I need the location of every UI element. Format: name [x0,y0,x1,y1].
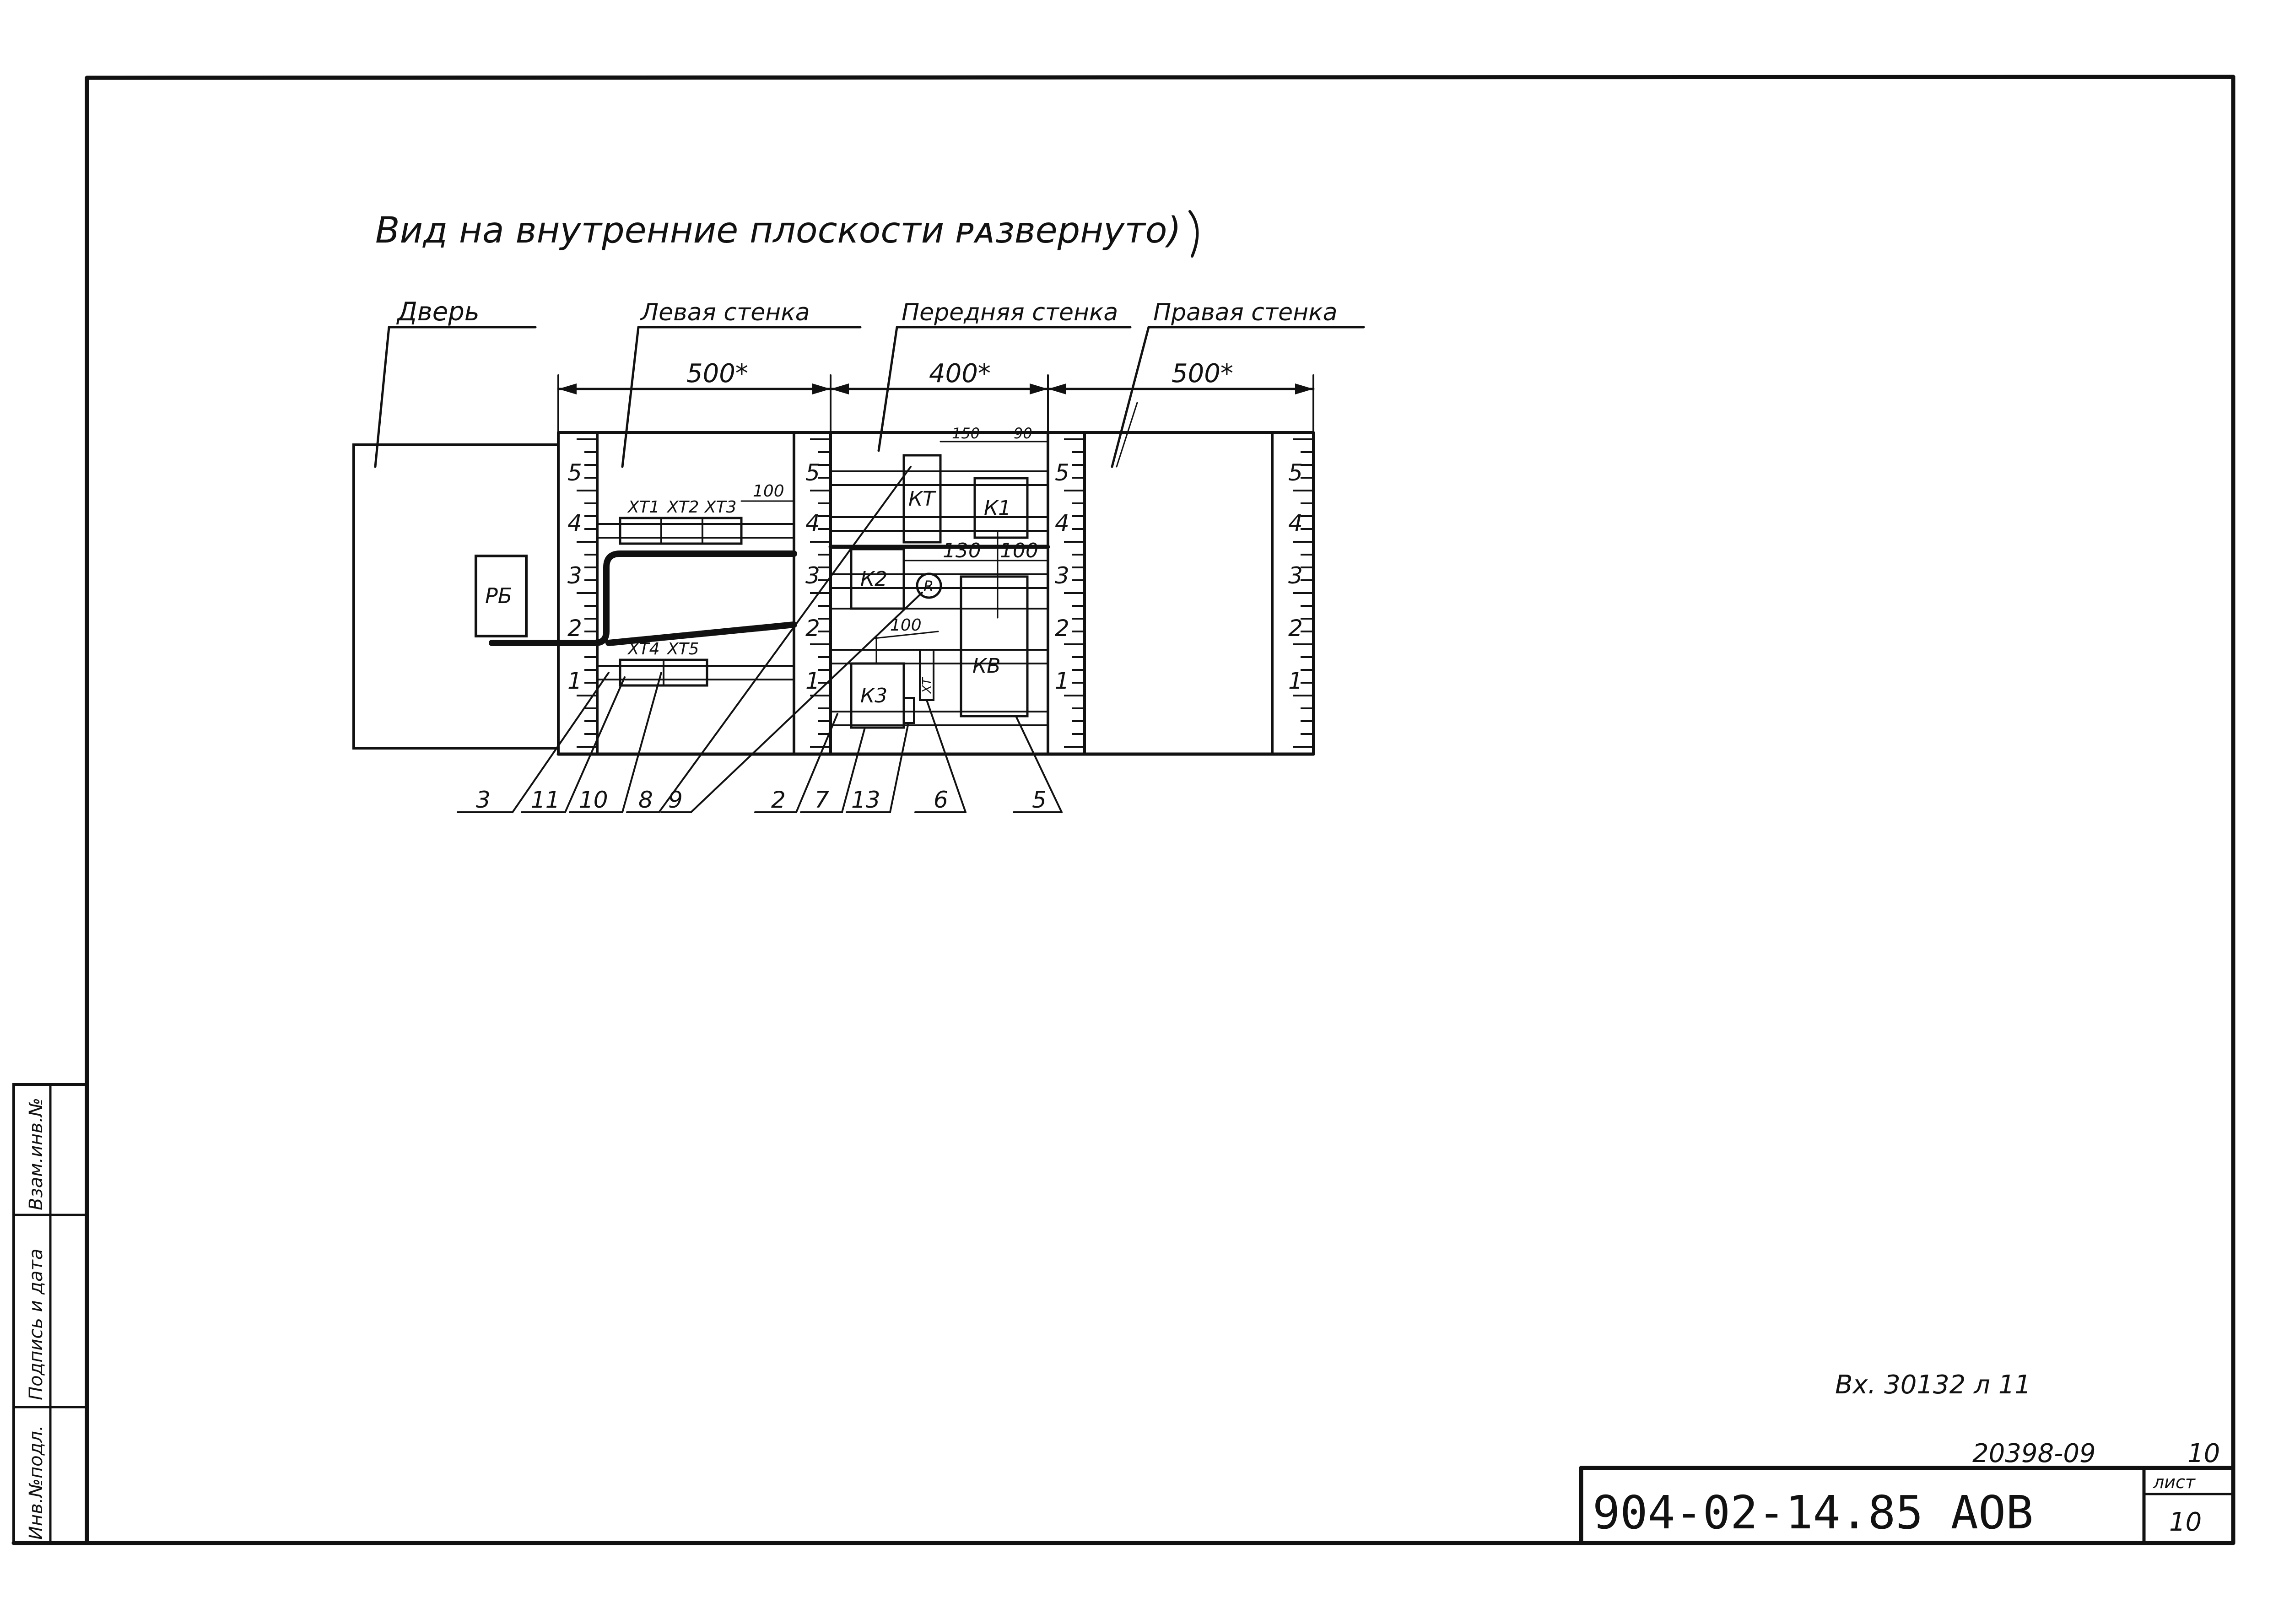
title-block: 904-02-14.85 АОВ лист 10 [1579,1466,2235,1545]
dim-left-wall: 500* [686,359,748,388]
k3-side-element [903,697,915,724]
rail1-num-2: 2 [567,615,582,642]
cable-upper [489,550,797,646]
left-wall-content: ХТ1 ХТ2 ХТ3 ХТ4 ХТ5 100 [489,482,797,687]
callout-9: 9 [668,787,683,813]
view-title: Вид на внутренние плоскости ᴩᴀзвернуто) [375,210,1181,251]
callout-5: 5 [1032,787,1047,813]
dim-kt-k1: 150 [952,425,980,442]
archive-sheet: 10 [2187,1439,2220,1468]
rail3-num-4: 4 [1055,510,1069,536]
k3-box [850,662,905,729]
rail-numbers: 5 4 3 2 1 5 4 3 2 1 5 4 3 2 1 5 4 3 2 1 [567,459,1303,694]
dim-front-wall: 400* [929,359,991,388]
k3-label: К3 [860,684,887,707]
terminal-xt2: ХТ2 [666,498,699,517]
sheet-number: 10 [2169,1507,2202,1537]
rail3-num-5: 5 [1055,459,1069,486]
callout-10: 10 [579,787,608,813]
archive-number: 20398-09 [1972,1439,2096,1468]
rail4-num-4: 4 [1288,510,1303,536]
callout-2: 2 [771,787,786,813]
stamp-inventory-original: Инв.№подл. [26,1425,47,1540]
front-wall-content: КТ К1 К2 К3 КВ R ХТ 150 90 130 100 100 [828,425,1050,729]
rb-label: РБ [485,583,512,608]
sheet-frame [11,75,2235,1545]
dim-k2-kb: 130 [943,539,981,562]
rail4-num-3: 3 [1288,562,1303,589]
rail2-num-2: 2 [805,615,820,642]
stamp-signature-date: Подпись и дата [26,1249,47,1400]
rail2-num-4: 4 [805,510,820,536]
stamp-replacement-inventory: Взам.инв.№ [26,1098,47,1210]
title-paren [1188,210,1199,258]
overall-dimensions: 500* 400* 500* [557,359,1315,440]
rail3-num-2: 2 [1055,615,1069,642]
inventory-note: Вх. 30132 л 11 [1835,1370,2031,1400]
dim-terminals-right: 100 [753,482,784,501]
label-front-wall: Передняя стенка [902,299,1118,326]
rail4-num-1: 1 [1288,668,1303,694]
rail4-num-5: 5 [1288,459,1303,486]
rail1-num-5: 5 [567,459,582,486]
wall-frame [556,431,1315,756]
terminal-xt5: ХТ5 [666,640,699,658]
terminals-top-block [619,517,743,545]
callout-13: 13 [851,787,880,813]
kb-box [960,575,1029,718]
cable-lower [605,621,797,646]
label-right-wall: Правая стенка [1153,299,1337,326]
panel-labels: Дверь Левая стенка Передняя стенка Права… [374,297,1365,468]
side-stamp: Инв.№подл. Подпись и дата Взам.инв.№ [12,1083,88,1544]
resistor-r-circle [916,572,942,599]
callout-numbers: 3 11 10 8 9 2 7 13 6 5 [476,787,1047,813]
rail1-num-1: 1 [567,668,582,694]
callout-6: 6 [934,787,948,813]
k1-box [973,477,1029,539]
callout-3: 3 [476,787,491,813]
dim-k1-right: 90 [1014,425,1032,442]
resistor-r-label: R [923,577,934,595]
rail3-num-1: 1 [1055,668,1069,694]
rail3-num-3: 3 [1055,562,1069,589]
right-wall-content [1116,402,1138,468]
terminal-xt1: ХТ1 [627,498,660,517]
kt-box [902,454,942,544]
kb-label: КВ [972,654,1000,678]
callout-11: 11 [531,787,560,813]
rb-box [475,555,528,637]
dim-kb-right: 100 [1000,539,1038,562]
small-vertical-label: ХТ [920,677,934,694]
callout-7: 7 [815,787,829,813]
callout-8: 8 [638,787,653,813]
terminal-xt3: ХТ3 [704,498,737,517]
rail1-num-3: 3 [567,562,582,589]
rail1-num-4: 4 [567,510,582,536]
k2-label: К2 [860,567,887,591]
rail2-num-3: 3 [805,562,820,589]
dim-right-wall: 500* [1172,359,1233,388]
rail-ladders [577,431,1313,755]
k1-label: К1 [984,496,1011,520]
label-door: Дверь [396,297,480,327]
callout-leaders [457,466,1063,813]
rail2-num-5: 5 [805,459,820,486]
drawing-designation: 904-02-14.85 АОВ [1593,1486,2033,1539]
k2-box [850,548,905,610]
rail2-num-1: 1 [805,668,820,694]
kt-label: КТ [908,487,936,511]
sheet-label: лист [2153,1472,2196,1492]
rail4-num-2: 2 [1288,615,1303,642]
label-left-wall: Левая стенка [640,299,810,326]
